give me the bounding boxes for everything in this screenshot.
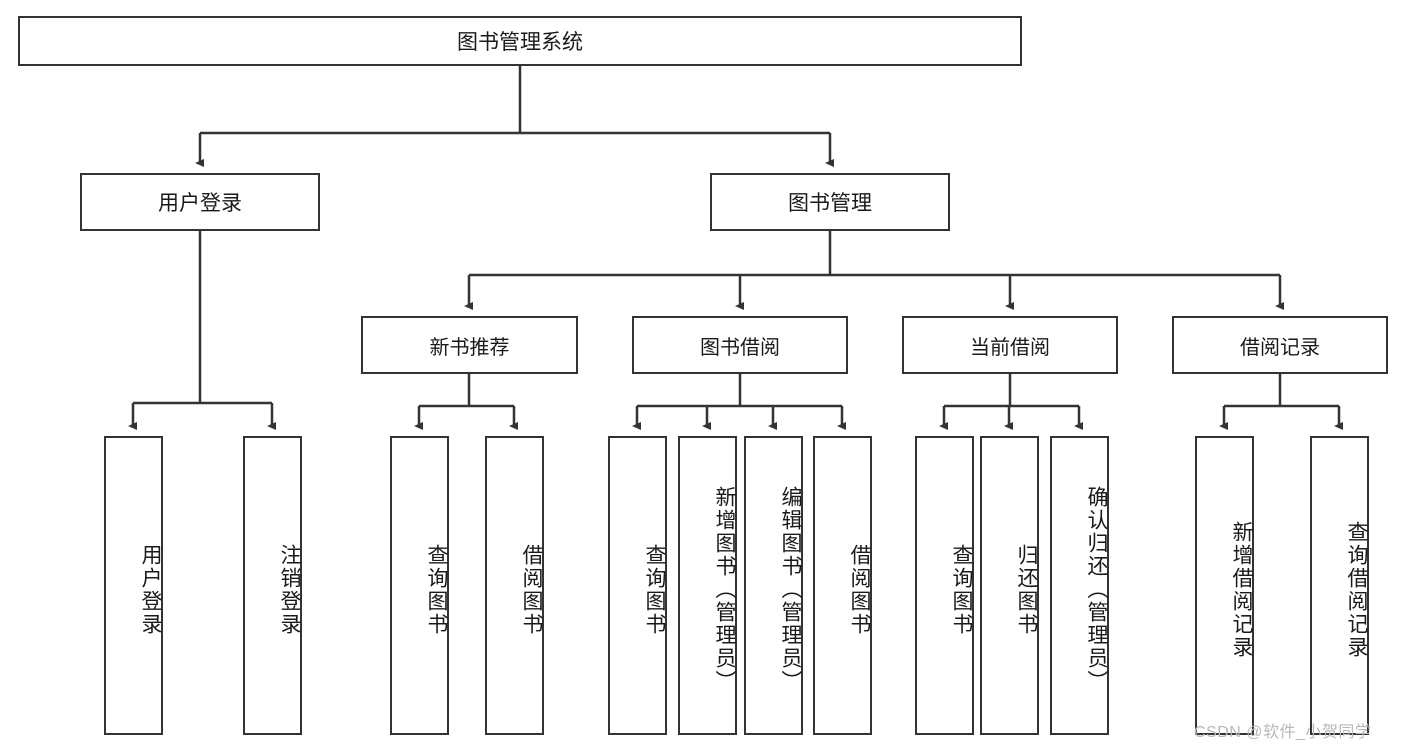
node-add-borrow-record-label: 新增借阅记录 — [1230, 520, 1253, 659]
node-user-login-label: 用户登录 — [158, 192, 242, 215]
node-query-book-2-label: 查询图书 — [643, 543, 666, 636]
node-query-book-1[interactable]: 查询图书 — [390, 436, 449, 735]
node-return-book[interactable]: 归还图书 — [980, 436, 1039, 735]
node-query-book-3-label: 查询图书 — [950, 543, 973, 636]
node-new-book-recommend-label: 新书推荐 — [429, 336, 510, 359]
node-add-book-admin-label: 新增图书（管理员） — [713, 486, 736, 693]
node-query-borrow-record-label: 查询借阅记录 — [1345, 520, 1368, 659]
node-query-book-1-label: 查询图书 — [425, 543, 448, 636]
node-edit-book-admin[interactable]: 编辑图书（管理员） — [744, 436, 803, 735]
node-new-book-recommend[interactable]: 新书推荐 — [361, 316, 578, 374]
node-book-manage[interactable]: 图书管理 — [710, 173, 950, 231]
node-user-login-leaf[interactable]: 用户登录 — [104, 436, 163, 735]
node-user-login[interactable]: 用户登录 — [80, 173, 320, 231]
node-query-borrow-record[interactable]: 查询借阅记录 — [1310, 436, 1369, 735]
node-confirm-return-admin[interactable]: 确认归还（管理员） — [1050, 436, 1109, 735]
node-user-login-leaf-label: 用户登录 — [139, 543, 162, 636]
node-current-borrow[interactable]: 当前借阅 — [902, 316, 1118, 374]
node-borrow-book-1-label: 借阅图书 — [520, 543, 543, 636]
node-query-book-2[interactable]: 查询图书 — [608, 436, 667, 735]
node-logout-leaf[interactable]: 注销登录 — [243, 436, 302, 735]
node-add-book-admin[interactable]: 新增图书（管理员） — [678, 436, 737, 735]
node-borrow-book-2[interactable]: 借阅图书 — [813, 436, 872, 735]
node-add-borrow-record[interactable]: 新增借阅记录 — [1195, 436, 1254, 735]
node-root[interactable]: 图书管理系统 — [18, 16, 1022, 66]
node-borrow-book-1[interactable]: 借阅图书 — [485, 436, 544, 735]
csdn-watermark: CSDN @软件_小贺同学 — [1194, 724, 1372, 741]
node-confirm-return-admin-label: 确认归还（管理员） — [1085, 486, 1108, 693]
node-current-borrow-label: 当前借阅 — [970, 336, 1050, 359]
node-book-borrow-label: 图书借阅 — [700, 336, 780, 359]
node-book-manage-label: 图书管理 — [788, 192, 872, 215]
node-book-borrow[interactable]: 图书借阅 — [632, 316, 848, 374]
node-borrow-book-2-label: 借阅图书 — [848, 543, 871, 636]
node-edit-book-admin-label: 编辑图书（管理员） — [779, 486, 802, 693]
node-borrow-record-label: 借阅记录 — [1240, 336, 1320, 359]
node-return-book-label: 归还图书 — [1015, 543, 1038, 636]
node-logout-leaf-label: 注销登录 — [278, 543, 301, 636]
node-borrow-record[interactable]: 借阅记录 — [1172, 316, 1388, 374]
node-query-book-3[interactable]: 查询图书 — [915, 436, 974, 735]
node-root-label: 图书管理系统 — [457, 31, 583, 54]
